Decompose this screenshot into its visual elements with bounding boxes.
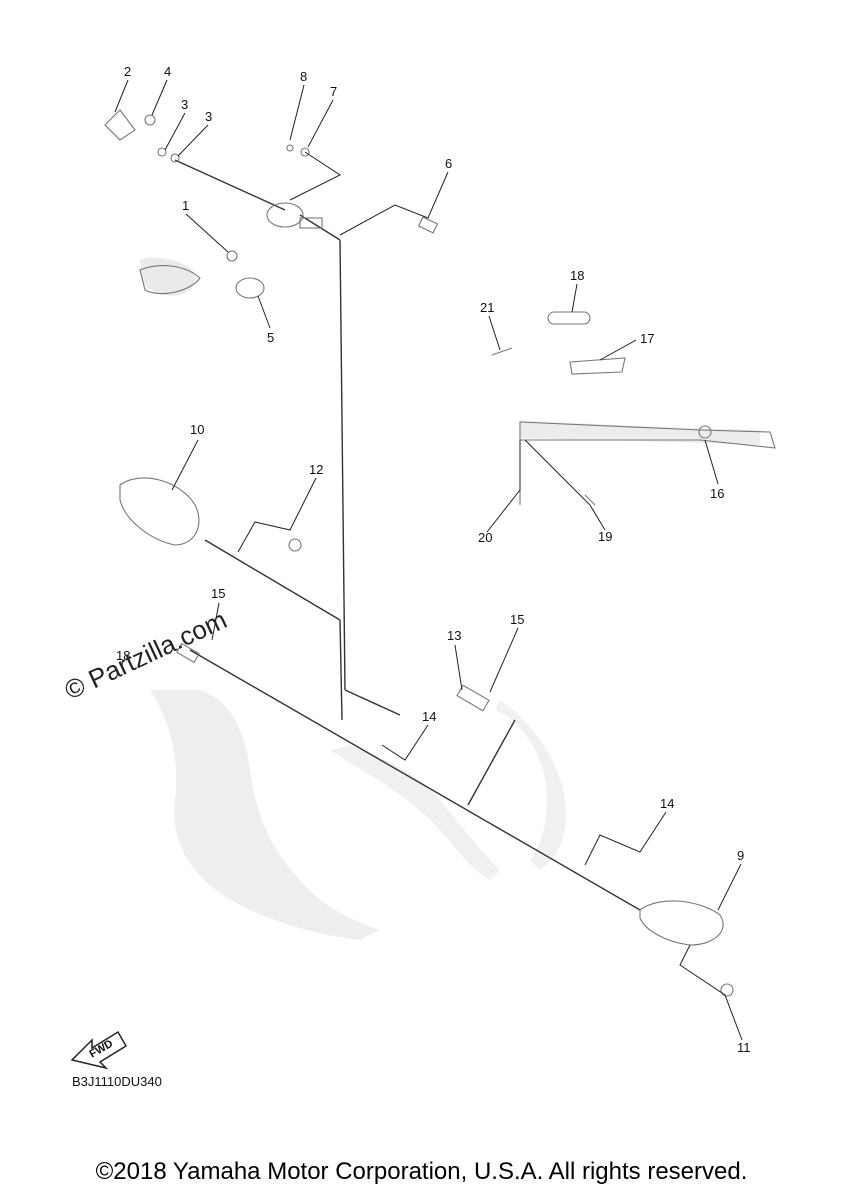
part-11-bolt bbox=[720, 983, 734, 997]
callout-5: 5 bbox=[267, 330, 274, 345]
callout-19: 19 bbox=[598, 529, 612, 544]
part-3-nuts bbox=[157, 147, 180, 163]
callout-12: 12 bbox=[309, 462, 323, 477]
callout-8: 8 bbox=[300, 69, 307, 84]
part-19-20-pins bbox=[519, 490, 596, 506]
part-10-footrest-left bbox=[119, 477, 200, 546]
part-1-link bbox=[139, 250, 238, 295]
frame-ghost-illustration bbox=[140, 257, 760, 940]
part-13-spring bbox=[456, 684, 490, 712]
callout-16: 16 bbox=[710, 486, 724, 501]
callout-3: 3 bbox=[181, 97, 188, 112]
part-12-bolt bbox=[288, 538, 302, 552]
part-17-pad bbox=[569, 357, 626, 375]
callout-20: 20 bbox=[478, 530, 492, 545]
callout-18: 18 bbox=[116, 648, 130, 663]
callout-9: 9 bbox=[737, 848, 744, 863]
part-shift-arm bbox=[266, 202, 323, 229]
callout-15: 15 bbox=[211, 586, 225, 601]
callout-1: 1 bbox=[182, 198, 189, 213]
diagram-code: B3J1110DU340 bbox=[72, 1074, 162, 1089]
fwd-arrow-icon: FWD bbox=[70, 1030, 128, 1070]
callout-10: 10 bbox=[190, 422, 204, 437]
part-15-18-pin-left bbox=[176, 642, 200, 664]
callout-13: 13 bbox=[447, 628, 461, 643]
callout-17: 17 bbox=[640, 331, 654, 346]
watermark-text: © Partzilla.com bbox=[60, 604, 231, 705]
part-8-7-bolts bbox=[286, 144, 310, 157]
callout-6: 6 bbox=[445, 156, 452, 171]
part-4-clip bbox=[144, 114, 156, 126]
copyright-footer: ©2018 Yamaha Motor Corporation, U.S.A. A… bbox=[95, 1158, 748, 1185]
callout-7: 7 bbox=[330, 84, 337, 99]
callout-labels: 2 4 3 3 8 7 6 1 5 18 21 17 10 12 16 20 1… bbox=[116, 64, 751, 1055]
callout-11: 11 bbox=[737, 1040, 751, 1055]
part-6-bolt bbox=[417, 216, 439, 234]
callout-14: 14 bbox=[422, 709, 436, 724]
callout-21: 21 bbox=[480, 300, 494, 315]
part-5-joint bbox=[235, 277, 265, 299]
callout-14: 14 bbox=[660, 796, 674, 811]
callout-3: 3 bbox=[205, 109, 212, 124]
part-9-footrest-right bbox=[639, 900, 724, 946]
part-2-knob bbox=[104, 109, 136, 141]
callout-2: 2 bbox=[124, 64, 131, 79]
part-21-bolt bbox=[491, 347, 513, 356]
callout-15: 15 bbox=[510, 612, 524, 627]
part-18-rubber bbox=[547, 311, 591, 325]
shift-shaft-assembly bbox=[174, 159, 641, 911]
leader-lines bbox=[114, 79, 743, 1041]
callout-18: 18 bbox=[570, 268, 584, 283]
callout-4: 4 bbox=[164, 64, 171, 79]
